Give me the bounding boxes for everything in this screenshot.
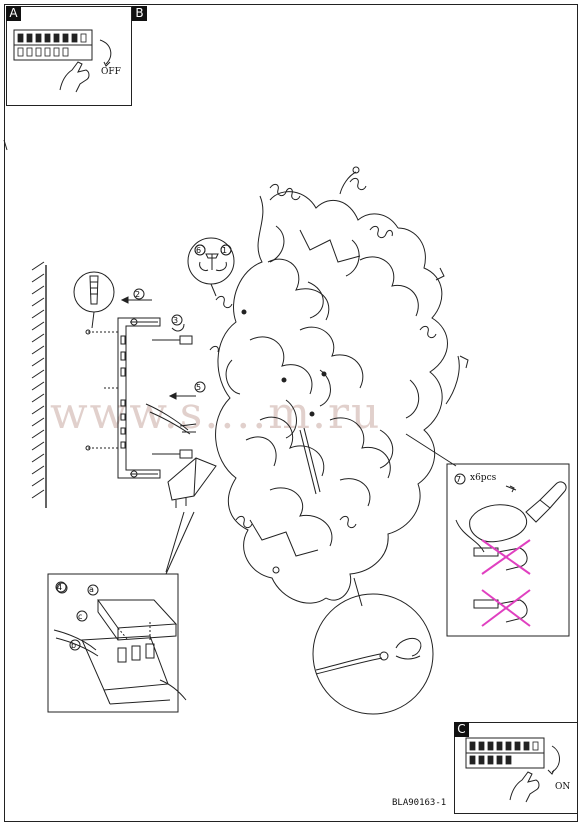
mounting-bracket — [117, 317, 161, 479]
step-6-number: 6 — [196, 246, 202, 255]
watermark-text: www.s....m.ru — [50, 388, 382, 439]
breaker-panel-on-icon — [465, 737, 560, 803]
page-frame — [4, 4, 578, 822]
step-a-label: A — [6, 6, 21, 21]
step-b-label: B — [132, 6, 147, 21]
wall-plug-detail — [73, 271, 115, 329]
terminal-a-label: a — [89, 585, 94, 594]
on-label: ON — [555, 782, 571, 792]
off-label: OFF — [101, 67, 121, 77]
step-2-number: 2 — [135, 290, 141, 299]
step-3-number: 3 — [173, 316, 179, 325]
step-c-label: C — [454, 722, 469, 737]
screw-detail — [187, 237, 235, 297]
terminal-detail-inset — [47, 573, 187, 713]
wrong-handling-cross — [481, 539, 531, 627]
fixing-screws — [85, 329, 193, 459]
step-1-number: 1 — [222, 246, 228, 255]
terminal-b-label: b — [71, 641, 77, 650]
step-4-number: 4 — [57, 583, 63, 592]
chandelier-body — [209, 166, 469, 604]
step-5-number: 5 — [196, 383, 202, 392]
bulb-quantity-label: x6pcs — [470, 473, 497, 483]
terminal-c-label: c — [78, 612, 83, 621]
document-code: BLA90163-1 — [392, 798, 447, 808]
step-7-number: 7 — [456, 475, 462, 484]
breaker-panel-off-icon — [13, 29, 112, 93]
hook-detail — [312, 593, 434, 715]
wall-hatching — [31, 261, 47, 508]
terminal-block-icon — [167, 457, 217, 508]
